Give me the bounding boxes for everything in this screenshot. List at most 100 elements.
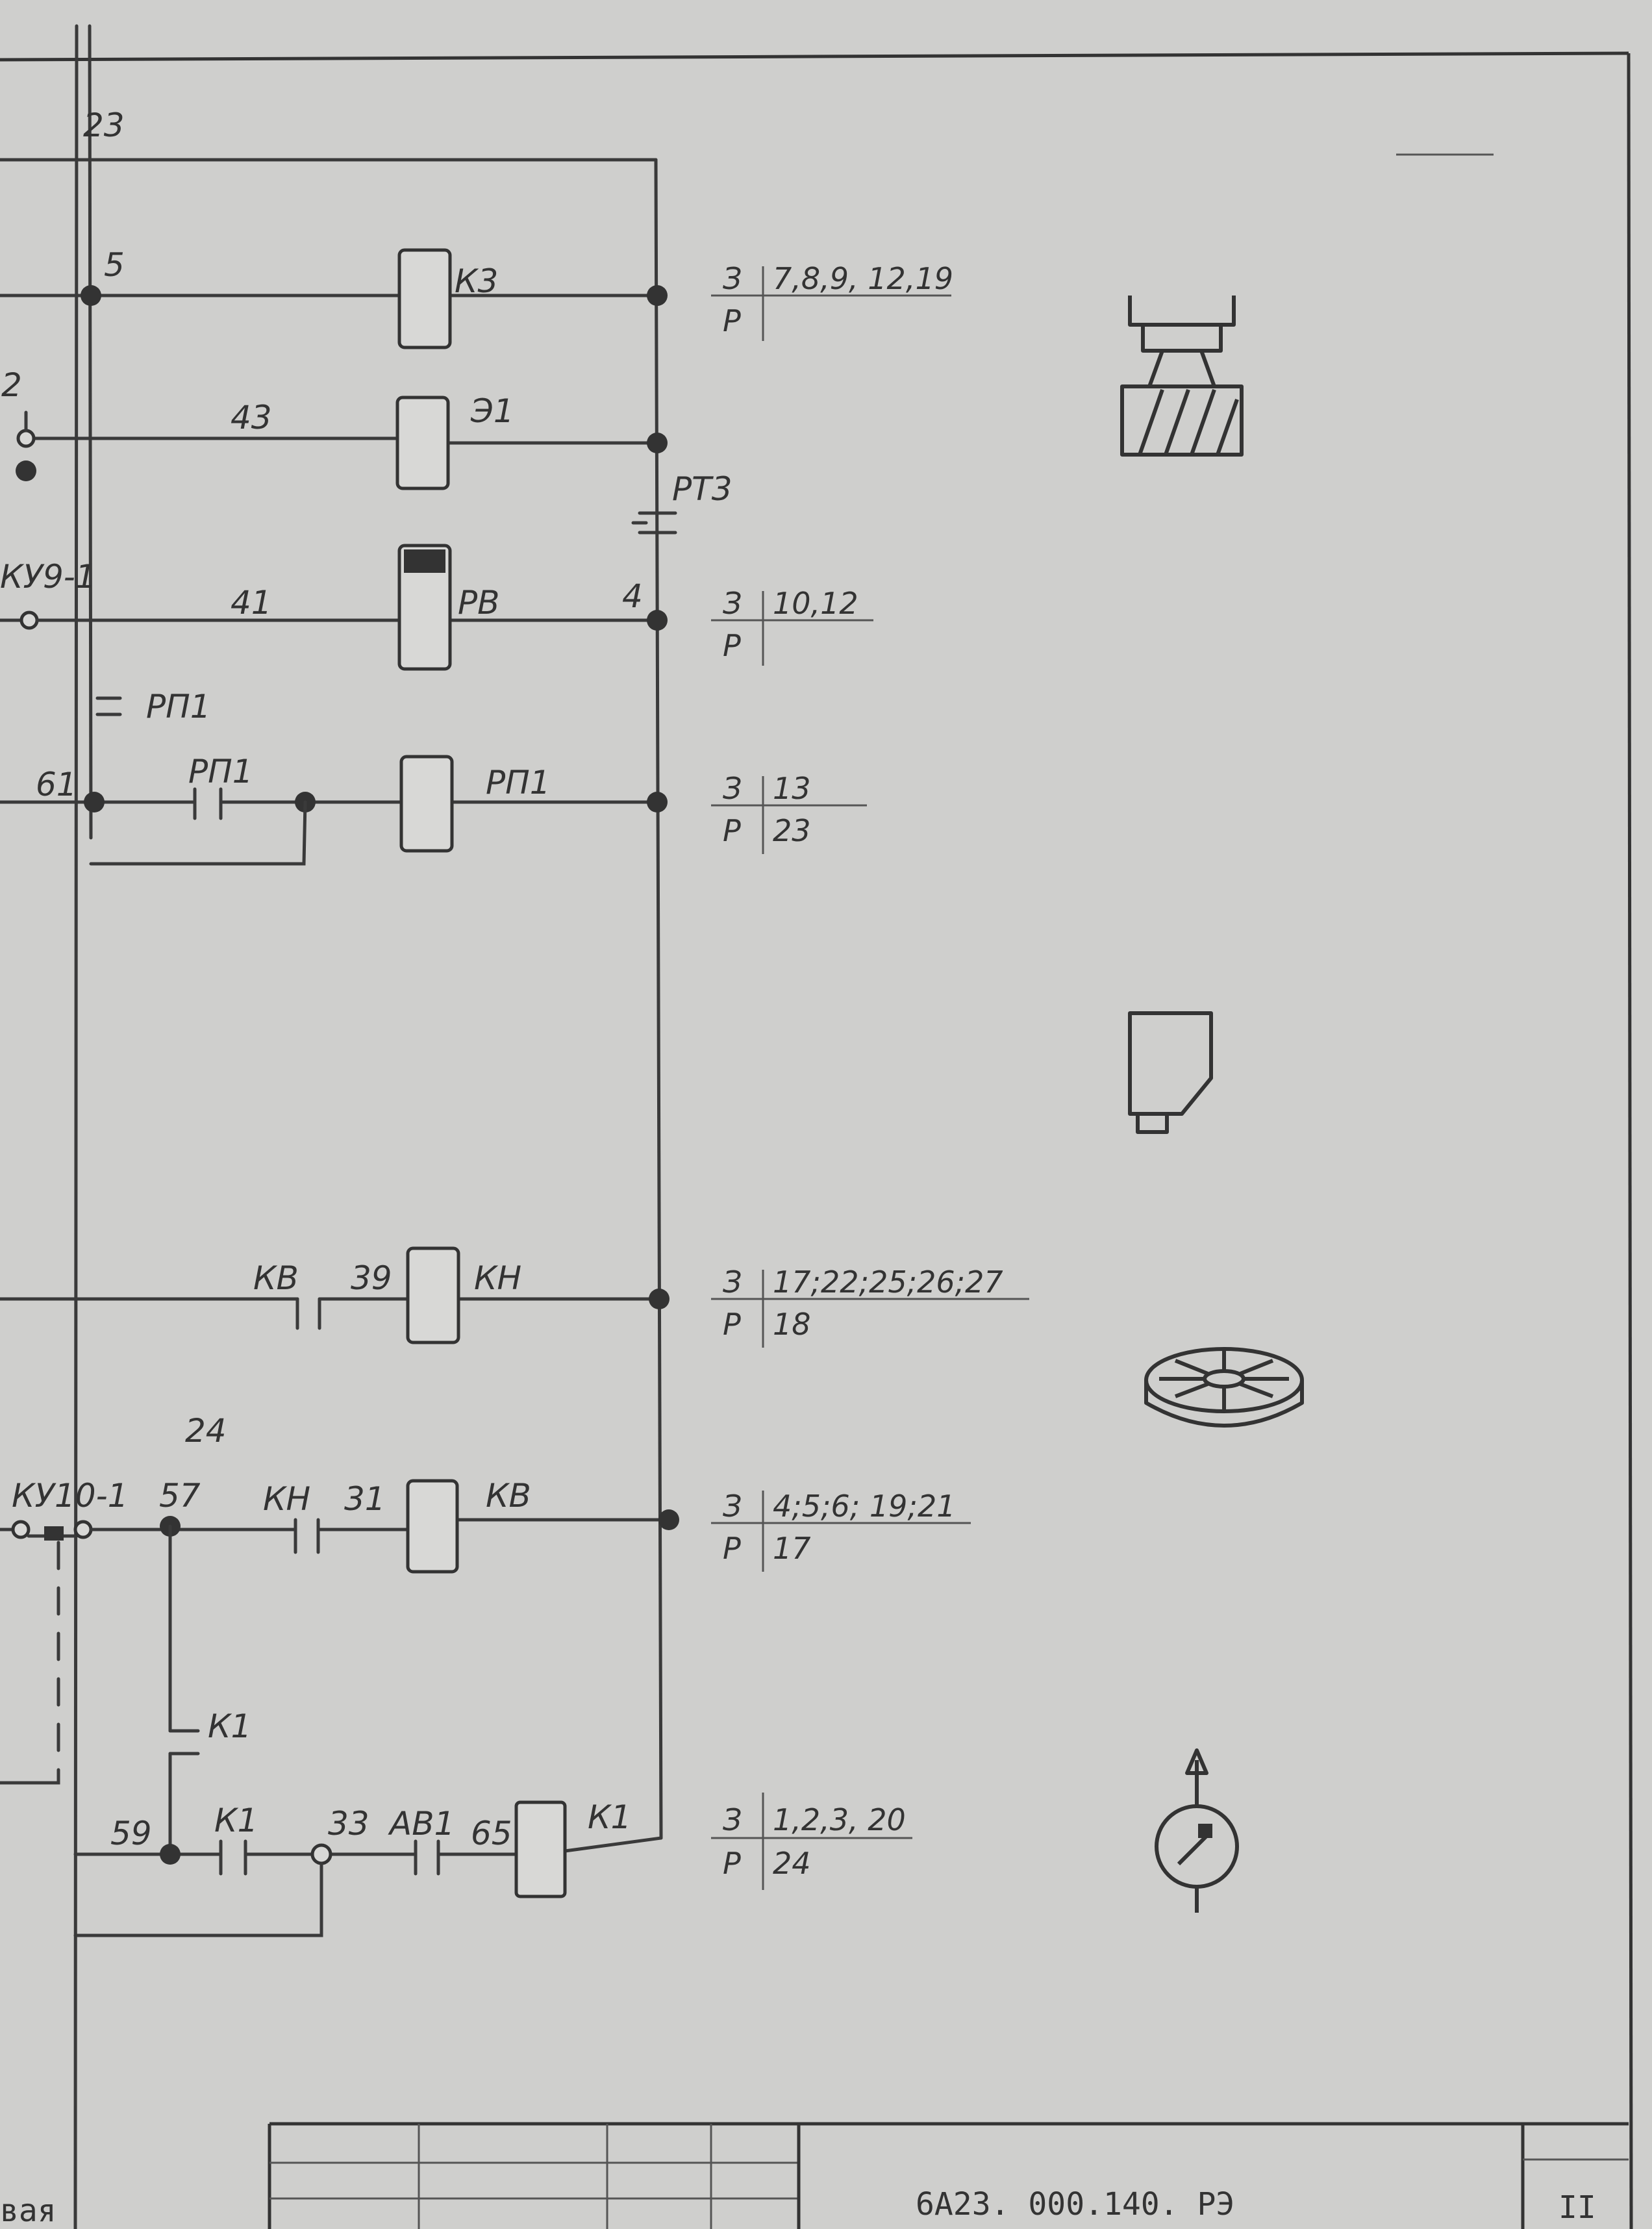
node-59 — [160, 1844, 181, 1865]
wire-label-33: 33 — [328, 1805, 369, 1843]
node-row2-bus — [647, 433, 668, 453]
svg-text:4;5;6; 19;21: 4;5;6; 19;21 — [773, 1489, 955, 1524]
label-kv-coil: КВ — [486, 1477, 531, 1515]
coil-k1 — [514, 1800, 567, 1898]
coil-kn — [406, 1246, 460, 1344]
node-61 — [84, 792, 105, 812]
label-k3: К3 — [455, 262, 498, 300]
wire-label-4: 4 — [622, 577, 643, 615]
terminal-ku10-1-a — [11, 1520, 31, 1539]
svg-text:З: З — [723, 771, 742, 806]
coil-kv — [406, 1479, 459, 1574]
contact-ref-row1: З 7,8,9, 12,19 Р — [711, 261, 953, 341]
label-k1-vert: К1 — [208, 1707, 251, 1745]
svg-text:З: З — [723, 1265, 742, 1300]
coil-rv-delay-mark — [404, 549, 445, 573]
node-row4-bus — [647, 792, 668, 812]
wire-rp1-hold-loop — [89, 800, 307, 866]
wire-label-43: 43 — [231, 399, 272, 436]
wire-label-2: 2 — [1, 366, 22, 404]
wire-label-31: 31 — [344, 1480, 386, 1518]
node-row5-bus — [649, 1289, 670, 1309]
svg-text:23: 23 — [773, 813, 811, 848]
node-row6-bus — [658, 1509, 679, 1530]
node-row2-lower — [16, 460, 36, 481]
svg-text:7,8,9, 12,19: 7,8,9, 12,19 — [773, 261, 953, 296]
left-bus — [88, 24, 93, 840]
svg-text:Р: Р — [723, 1531, 741, 1566]
wire-33-return — [73, 1862, 323, 1937]
pump-gauge-icon — [1155, 1748, 1239, 1913]
coil-k3 — [397, 248, 452, 349]
svg-text:Р: Р — [723, 813, 741, 848]
wire-label-59: 59 — [110, 1815, 152, 1852]
left-bus-2 — [73, 24, 79, 2229]
coil-e1 — [395, 396, 450, 490]
label-rv: РВ — [458, 584, 499, 622]
svg-text:17: 17 — [773, 1531, 811, 1566]
svg-text:Р: Р — [723, 628, 741, 663]
node-4 — [647, 610, 668, 631]
svg-text:17;22;25;26;27: 17;22;25;26;27 — [773, 1265, 1003, 1300]
terminal-ku9-1 — [19, 611, 39, 630]
coil-rp1 — [399, 755, 454, 853]
wire-label-5: 5 — [104, 246, 125, 284]
label-k1-coil: К1 — [588, 1798, 631, 1836]
wire-label-61: 61 — [36, 766, 77, 803]
svg-text:Р: Р — [723, 303, 741, 338]
label-rp1-upper: РП1 — [146, 688, 211, 725]
svg-text:Р: Р — [723, 1307, 741, 1342]
contact-ref-row7: З 1,2,3, 20 Р 24 — [711, 1793, 912, 1890]
node-5 — [81, 285, 101, 306]
wire-ku10-1-return — [0, 1774, 60, 1785]
node-33 — [310, 1843, 332, 1865]
label-rp1-coil: РП1 — [486, 764, 551, 801]
wire-label-57: 57 — [159, 1477, 201, 1515]
label-kn-coil: КН — [474, 1259, 521, 1297]
svg-text:24: 24 — [773, 1846, 811, 1881]
contact-ref-row6: З 4;5;6; 19;21 Р 17 — [711, 1489, 971, 1572]
terminal-ku10-1-b — [73, 1520, 93, 1539]
svg-text:З: З — [723, 1489, 742, 1524]
svg-text:10,12: 10,12 — [773, 586, 858, 621]
label-rp1-contact: РП1 — [188, 753, 253, 790]
wire-label-23: 23 — [83, 107, 125, 144]
wire-label-39: 39 — [351, 1259, 392, 1297]
frame-top-border — [0, 51, 1629, 62]
wire-label-41: 41 — [231, 584, 272, 622]
right-bus — [654, 158, 663, 1840]
contact-ref-row4: З 13 Р 23 — [711, 771, 867, 854]
label-e1: Э1 — [470, 392, 514, 430]
node-row1-bus — [647, 285, 668, 306]
svg-text:18: 18 — [773, 1307, 811, 1342]
svg-text:З: З — [723, 586, 742, 621]
svg-text:13: 13 — [773, 771, 811, 806]
corner-fragment: вая — [0, 2193, 56, 2229]
contact-ref-row5: З 17;22;25;26;27 Р 18 — [711, 1265, 1029, 1348]
sheet-number: II — [1558, 2189, 1596, 2226]
coil-rv — [397, 544, 452, 671]
tool-holder-icon — [1128, 1011, 1213, 1134]
wire-label-24: 24 — [185, 1412, 227, 1450]
frame-right-border — [1627, 53, 1633, 2229]
label-k1-contact: К1 — [214, 1802, 258, 1839]
document-code: 6А23. 000.140. РЭ — [916, 2186, 1234, 2223]
label-kn-contact: КН — [263, 1480, 310, 1518]
label-ku10-1: КУ10-1 — [12, 1477, 128, 1515]
switch-ku10-1-actuator — [44, 1526, 64, 1541]
contact-ref-row3: З 10,12 Р — [711, 586, 873, 666]
svg-text:З: З — [723, 261, 742, 296]
svg-text:1,2,3, 20: 1,2,3, 20 — [773, 1802, 906, 1837]
wire-label-65: 65 — [471, 1815, 512, 1852]
label-kv-contact: КВ — [253, 1259, 299, 1297]
label-rt3: РТ3 — [672, 470, 732, 508]
label-ku9-1: КУ9-1 — [0, 558, 96, 596]
svg-text:З: З — [723, 1802, 742, 1837]
svg-text:Р: Р — [723, 1846, 741, 1881]
rotary-table-icon — [1144, 1347, 1304, 1428]
clamp-icon — [1120, 296, 1244, 457]
wire-row7-right — [563, 1836, 663, 1853]
label-av1: АВ1 — [388, 1805, 455, 1843]
